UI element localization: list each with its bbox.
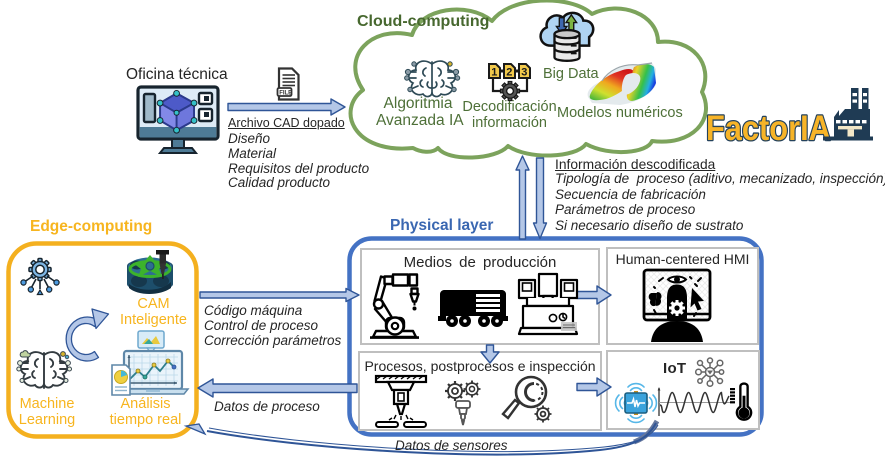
svg-text:FactorIA: FactorIA [706,108,831,147]
svg-text:3: 3 [521,67,527,79]
svg-text:FILE: FILE [279,91,292,97]
svg-text:1: 1 [491,67,497,79]
svg-text:2: 2 [506,67,512,79]
